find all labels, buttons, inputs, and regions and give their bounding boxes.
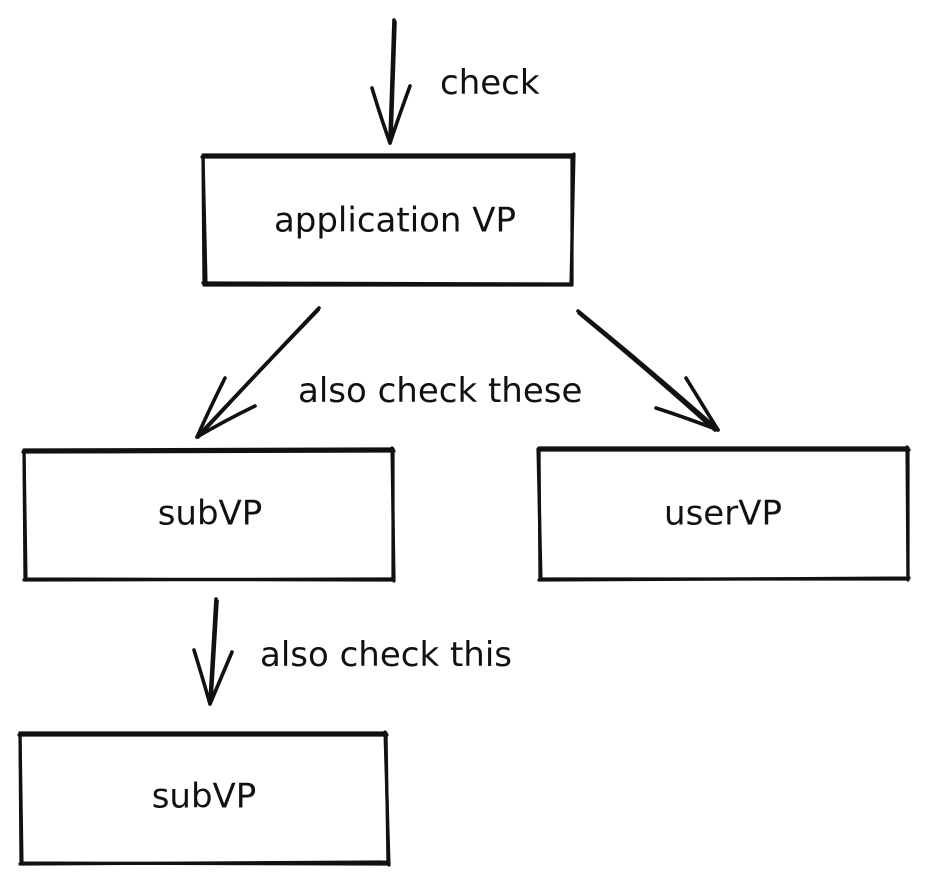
arrow-to-subvp-left xyxy=(195,306,321,439)
edge-label-also-check-these: also check these xyxy=(298,371,582,411)
node-label-subvp-left: subVP xyxy=(158,494,263,534)
entry-arrow xyxy=(370,18,412,145)
edge-label-check: check xyxy=(440,63,540,103)
node-label-subvp-bottom: subVP xyxy=(152,777,257,817)
node-application-vp: application VP xyxy=(200,152,576,287)
edge-label-also-check-this: also check this xyxy=(260,635,512,675)
node-subvp-bottom: subVP xyxy=(17,730,391,867)
node-label-application-vp: application VP xyxy=(274,201,516,241)
arrow-to-uservp xyxy=(576,309,720,432)
arrow-to-subvp-bottom xyxy=(192,597,234,706)
node-label-uservp: userVP xyxy=(664,494,782,534)
node-uservp: userVP xyxy=(536,445,911,582)
node-subvp-left: subVP xyxy=(21,446,396,583)
